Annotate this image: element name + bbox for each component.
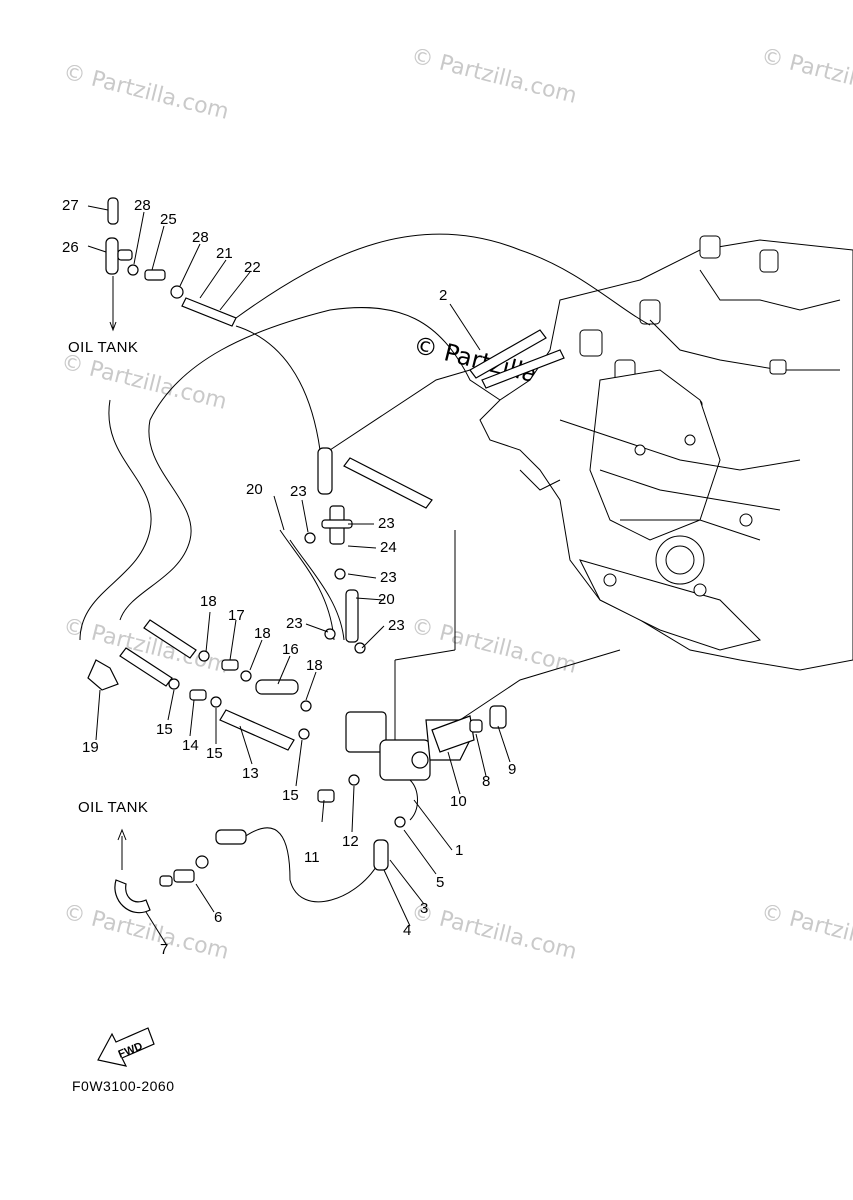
callout-20-b: 20 [378,591,395,608]
callout-6: 6 [214,909,222,926]
callout-27: 27 [62,197,79,214]
watermark: © Partzilla.com [409,614,580,679]
callout-9: 9 [508,761,516,778]
watermark: © Partzilla.com [409,900,580,965]
callout-1: 1 [455,842,463,859]
callout-15-b: 15 [206,745,223,762]
watermark: © Partzilla.com [759,900,853,965]
callout-13: 13 [242,765,259,782]
callout-7: 7 [160,941,168,958]
leader-lines [87,205,511,945]
diagram-code: F0W3100-2060 [72,1078,175,1094]
callout-18-a: 18 [200,593,217,610]
callout-17: 17 [228,607,245,624]
callout-16: 16 [282,641,299,658]
oil-tank-label-top: OIL TANK [68,339,138,356]
watermark: © Partzilla.com [61,60,232,125]
callout-12: 12 [342,833,359,850]
callout-22: 22 [244,259,261,276]
callouts: 1 2 3 4 5 6 7 8 9 10 11 12 13 14 15 15 1… [62,197,516,958]
callout-2: 2 [439,287,447,304]
callout-23-c: 23 [380,569,397,586]
callout-18-b: 18 [254,625,271,642]
callout-20-a: 20 [246,481,263,498]
upper-fittings [105,197,237,332]
callout-28-b: 28 [192,229,209,246]
callout-11: 11 [304,849,320,866]
callout-8: 8 [482,773,490,790]
callout-3: 3 [420,900,428,917]
callout-23-b: 23 [378,515,395,532]
callout-10: 10 [450,793,467,810]
callout-14: 14 [182,737,199,754]
lower-fittings [114,828,209,914]
right-fittings [431,705,507,753]
callout-25: 25 [160,211,177,228]
callout-5: 5 [436,874,444,891]
watermark: © Partzilla.com [759,44,853,109]
callout-21: 21 [216,245,233,262]
callout-15-c: 15 [282,787,299,804]
callout-23-a: 23 [290,483,307,500]
callout-26: 26 [62,239,79,256]
callout-28-a: 28 [134,197,151,214]
callout-15-a: 15 [156,721,173,738]
hoses [79,233,651,903]
callout-4: 4 [403,922,411,939]
fwd-arrow-icon: FWD [97,1027,155,1067]
callout-18-c: 18 [306,657,323,674]
callout-24: 24 [380,539,397,556]
oil-tank-label-bottom: OIL TANK [78,799,148,816]
callout-23-d: 23 [286,615,303,632]
watermark: © Partzilla.com [409,44,580,109]
small-fittings [87,505,366,740]
callout-19: 19 [82,739,99,756]
engine-block [479,235,853,671]
callout-23-e: 23 [388,617,405,634]
text-labels: OIL TANK OIL TANK F0W3100-2060 [68,339,175,1094]
watermark: © Partzilla.com [59,350,230,415]
